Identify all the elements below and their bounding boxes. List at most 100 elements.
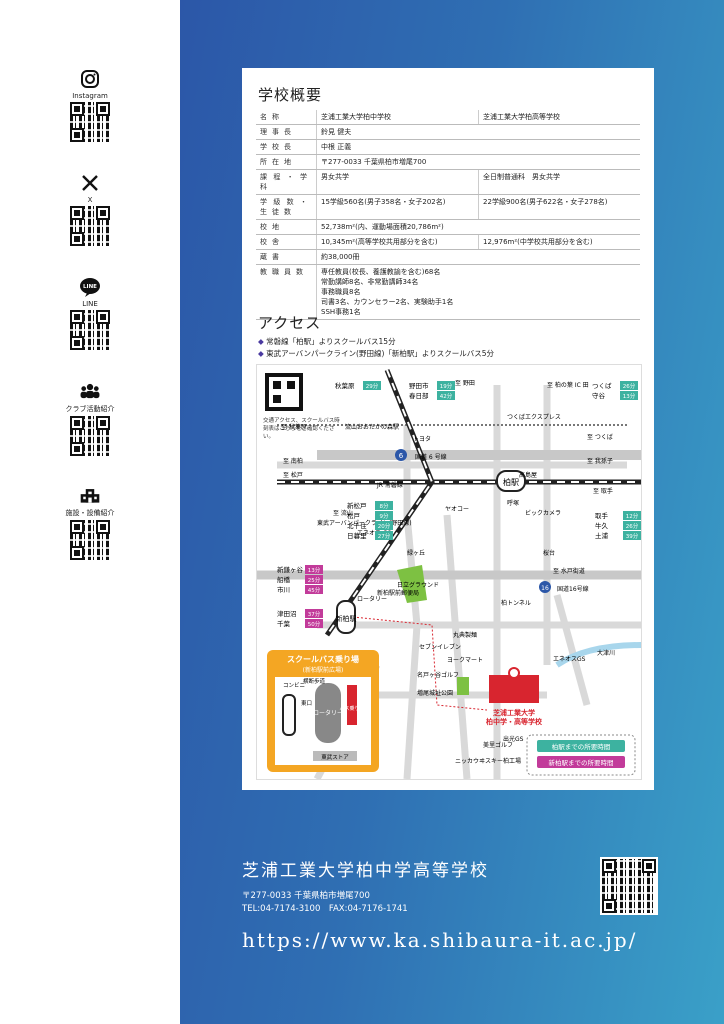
footer-address: 〒277-0033 千葉県柏市増尾700 TEL:04-7174-3100 FA… xyxy=(242,890,408,916)
footer-qr[interactable] xyxy=(600,857,658,915)
time-badge xyxy=(363,381,381,390)
overview-value: 52,738m²(内、運動場面積20,786m²) xyxy=(316,219,640,235)
legend-shinkashiwa-swatch xyxy=(537,756,625,768)
club-qr[interactable] xyxy=(70,416,110,456)
time-station: 津田沼 xyxy=(277,609,297,618)
access-line-1: ◆ 常磐線「柏駅」よりスクールバス15分 xyxy=(258,337,396,346)
overview-key: 課程・学科 xyxy=(256,169,317,195)
route-6-shield xyxy=(395,449,407,461)
club-label: クラブ活動紹介 xyxy=(65,405,115,413)
overview-value-line: 常勤講師8名、非常勤講師34名 xyxy=(321,278,419,286)
overview-value: 専任教員(校長、養護教諭を含む)68名常勤講師8名、非常勤講師34名事務職員8名… xyxy=(316,264,640,320)
facility-icon xyxy=(79,484,101,506)
tobu-store-label: 東武ストア xyxy=(321,753,349,761)
time-minutes: 13分 xyxy=(308,566,321,574)
time-badge xyxy=(620,391,638,400)
akiba-dir: 至 秋葉原 xyxy=(281,423,307,431)
instagram-label: Instagram xyxy=(72,92,108,100)
overview-value-line: 司書3名、カウンセラー2名、実験助手1名 xyxy=(321,298,454,306)
cross-label: 横断歩道 xyxy=(303,677,326,685)
time-minutes: 26分 xyxy=(626,522,639,530)
time-station: 船橋 xyxy=(277,575,291,584)
abiko-dir: 至 我孫子 xyxy=(587,457,613,465)
rotary-label: ロータリー xyxy=(313,709,343,717)
yobi-label: 呼塚 xyxy=(507,499,519,507)
overview-row: 学校長中根 正義 xyxy=(256,139,640,155)
legend-box xyxy=(526,734,636,776)
time-badge xyxy=(305,565,323,574)
rotary-shape xyxy=(315,683,341,743)
matsudo-dir: 至 松戸 xyxy=(283,471,303,479)
time-station: 新鎌ヶ谷 xyxy=(277,565,304,574)
kashiwa-station-mark xyxy=(496,470,526,492)
marumitsu-label: 丸典製麺 xyxy=(453,631,477,639)
line-qr[interactable] xyxy=(70,310,110,350)
overview-title: 学校概要 xyxy=(258,86,323,104)
svg-text:LINE: LINE xyxy=(83,284,97,290)
footer-school-name: 芝浦工業大学柏中学高等学校 xyxy=(242,861,489,881)
inset-station-mark xyxy=(282,694,296,736)
time-station: 北千住 xyxy=(347,521,367,530)
footer-url-link[interactable]: https://www.ka.shibaura-it.ac.jp/ xyxy=(242,928,638,952)
time-minutes: 13分 xyxy=(623,392,636,400)
takashimaya-label: 高島屋 xyxy=(519,471,537,479)
tsukuba-dir: 至 つくば xyxy=(587,433,613,441)
overview-value: 10,345m²(高等学校共用部分を含む) xyxy=(315,234,479,250)
club-block[interactable]: クラブ活動紹介 xyxy=(54,380,126,456)
line-block[interactable]: LINE LINE xyxy=(54,276,126,350)
toyota-label: トヨタ xyxy=(413,435,431,443)
time-minutes: 26分 xyxy=(623,382,636,390)
time-minutes: 39分 xyxy=(626,532,639,540)
time-station: つくば xyxy=(592,381,612,390)
time-minutes: 19分 xyxy=(440,382,453,390)
time-station: 春日部 xyxy=(409,391,429,400)
seven-label: セブンイレブン xyxy=(419,643,461,651)
time-station: 秋葉原 xyxy=(335,381,355,390)
route-path xyxy=(352,616,488,711)
facility-qr[interactable] xyxy=(70,520,110,560)
x-qr[interactable] xyxy=(70,206,110,246)
time-badge xyxy=(305,585,323,594)
time-minutes: 29分 xyxy=(366,382,379,390)
overview-row: 教職員数専任教員(校長、養護教諭を含む)68名常勤講師8名、非常勤講師34名事務… xyxy=(256,264,640,320)
time-minutes: 42分 xyxy=(440,392,453,400)
school-label-2: 柏中学・高等学校 xyxy=(486,717,543,726)
overview-row: 名称芝浦工業大学柏中学校芝浦工業大学柏高等学校 xyxy=(256,110,640,125)
overview-value: 〒277-0033 千葉県柏市増尾700 xyxy=(316,154,640,170)
time-minutes: 50分 xyxy=(308,620,321,628)
x-block[interactable]: X xyxy=(54,172,126,246)
park-area xyxy=(457,677,469,695)
bic-label: ビックカメラ xyxy=(525,509,561,517)
time-station: 取手 xyxy=(595,511,609,520)
facility-block[interactable]: 施設・設備紹介 xyxy=(54,484,126,560)
time-badge xyxy=(437,381,455,390)
overview-key: 理事長 xyxy=(256,124,317,140)
instagram-block[interactable]: Instagram xyxy=(54,68,126,142)
overview-value: 15学級560名(男子358名・女子202名) xyxy=(315,194,479,220)
time-badge xyxy=(623,521,641,530)
overview-value: 鈴見 健夫 xyxy=(316,124,640,140)
svg-text:6: 6 xyxy=(399,452,404,460)
legend-kashiwa-text: 柏駅までの所要時間 xyxy=(552,742,611,751)
tobu-line-dash xyxy=(326,369,434,636)
east-label: 東口 xyxy=(301,699,312,707)
instagram-qr[interactable] xyxy=(70,102,110,142)
tobu-store-box xyxy=(313,751,357,761)
time-badge xyxy=(305,575,323,584)
jr-label: JR 常磐線 xyxy=(376,481,403,489)
overview-row: 理事長鈴見 健夫 xyxy=(256,124,640,140)
time-station: 松戸 xyxy=(347,511,361,520)
conv-label: コンビニ xyxy=(283,681,305,689)
overview-table: 名称芝浦工業大学柏中学校芝浦工業大学柏高等学校理事長鈴見 健夫学校長中根 正義所… xyxy=(256,110,640,320)
overview-key: 校舎 xyxy=(256,234,317,250)
overview-value: 中根 正義 xyxy=(316,139,640,155)
yorkmart-label: ヨークマート xyxy=(447,657,483,664)
overview-value: 芝浦工業大学柏中学校 xyxy=(315,110,479,125)
idemitsu-label: 出光GS xyxy=(503,735,524,743)
route-16-shield xyxy=(539,581,551,593)
overview-key: 蔵書 xyxy=(256,249,317,265)
overview-value-2: 全日制普通科 男女共学 xyxy=(478,169,640,195)
tx-label: つくばエクスプレス xyxy=(507,413,561,421)
